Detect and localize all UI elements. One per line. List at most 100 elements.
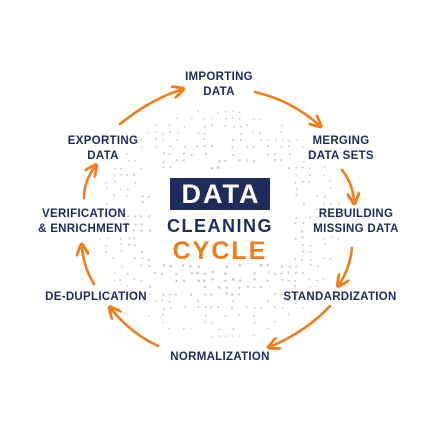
background-dot: [288, 265, 292, 268]
background-dot: [126, 152, 129, 155]
background-dot: [329, 187, 331, 189]
background-dot: [133, 293, 136, 296]
background-dot: [181, 264, 185, 267]
background-dot: [148, 285, 151, 288]
arrow-merging-to-rebuilding: [340, 168, 354, 200]
background-dot: [140, 279, 143, 282]
step-label-line2: MISSING DATA: [313, 223, 399, 235]
background-dot: [273, 158, 277, 162]
background-dot: [161, 321, 164, 324]
background-dot: [197, 132, 200, 135]
background-dot: [162, 166, 165, 169]
background-dot: [141, 299, 144, 302]
background-dot: [296, 299, 298, 302]
background-dot: [336, 229, 339, 232]
background-dot: [182, 279, 186, 283]
background-dot: [281, 293, 284, 296]
background-dot: [134, 181, 137, 184]
background-dot: [162, 152, 165, 155]
background-dot: [98, 237, 101, 240]
background-dot: [218, 328, 221, 331]
background-dot: [323, 237, 326, 240]
background-dot: [126, 173, 129, 176]
background-dot: [287, 166, 290, 170]
arrow-deduplication-to-verification: [82, 248, 96, 286]
background-dot: [202, 279, 206, 283]
background-dot: [280, 131, 283, 134]
arrow-exporting-to-importing: [118, 90, 180, 126]
background-dot: [203, 144, 206, 148]
background-dot: [337, 237, 339, 240]
background-dot: [322, 257, 325, 260]
background-dot: [210, 336, 213, 338]
step-label-line1: MERGING: [312, 135, 370, 147]
background-dot: [294, 258, 297, 261]
background-dot: [155, 146, 158, 148]
background-dot: [316, 279, 319, 282]
center-title: DATA CLEANING CYCLE: [150, 178, 290, 264]
background-dot: [216, 166, 220, 170]
step-label-line1: IMPORTING: [185, 71, 253, 83]
background-dot: [281, 124, 284, 127]
background-dot: [267, 327, 270, 330]
background-dot: [323, 216, 326, 219]
background-dot: [105, 251, 107, 253]
background-dot: [252, 118, 255, 121]
background-dot: [309, 244, 312, 247]
background-dot: [209, 293, 213, 296]
background-dot: [329, 202, 332, 205]
background-dot: [295, 272, 298, 275]
background-dot: [224, 117, 227, 120]
background-dot: [267, 138, 270, 141]
background-dot: [230, 293, 234, 296]
background-dot: [127, 243, 130, 246]
background-dot: [196, 271, 199, 275]
background-dot: [336, 222, 339, 225]
background-dot: [127, 160, 130, 162]
background-dot: [337, 202, 340, 205]
step-label-line1: EXPORTING: [67, 135, 139, 147]
background-dot: [203, 285, 207, 289]
background-dot: [197, 279, 201, 283]
background-dot: [204, 314, 207, 317]
background-dot: [295, 265, 298, 268]
background-dot: [140, 167, 143, 170]
background-dot: [211, 117, 214, 120]
background-dot: [287, 279, 290, 282]
background-dot: [133, 237, 136, 240]
background-dot: [294, 222, 297, 225]
background-dot: [182, 328, 185, 330]
background-dot: [330, 229, 333, 232]
step-label-line1: NORMALIZATION: [170, 351, 270, 363]
background-dot: [189, 293, 193, 296]
background-dot: [153, 271, 157, 274]
background-dot: [288, 140, 290, 142]
background-dot: [259, 118, 262, 121]
step-label-line1: DE-DUPLICATION: [45, 291, 147, 303]
background-dot: [231, 138, 234, 141]
background-dot: [113, 194, 116, 197]
background-dot: [301, 230, 304, 233]
background-dot: [161, 132, 164, 135]
background-dot: [309, 216, 312, 219]
background-dot: [238, 286, 241, 290]
background-dot: [112, 208, 115, 211]
background-dot: [252, 286, 256, 289]
background-dot: [114, 167, 116, 170]
background-dot: [259, 131, 262, 134]
background-dot: [169, 307, 172, 310]
background-dot: [106, 187, 109, 190]
background-dot: [230, 307, 234, 310]
background-dot: [315, 285, 318, 288]
background-dot: [294, 181, 297, 184]
step-label-line1: VERIFICATION: [42, 208, 126, 220]
background-dot: [182, 152, 186, 155]
background-dot: [188, 265, 192, 268]
background-dot: [252, 131, 255, 134]
background-dot: [140, 223, 144, 226]
background-dot: [329, 180, 332, 182]
background-dot: [162, 263, 166, 267]
background-dot: [211, 270, 215, 274]
background-dot: [231, 335, 234, 337]
background-dot: [140, 264, 143, 267]
